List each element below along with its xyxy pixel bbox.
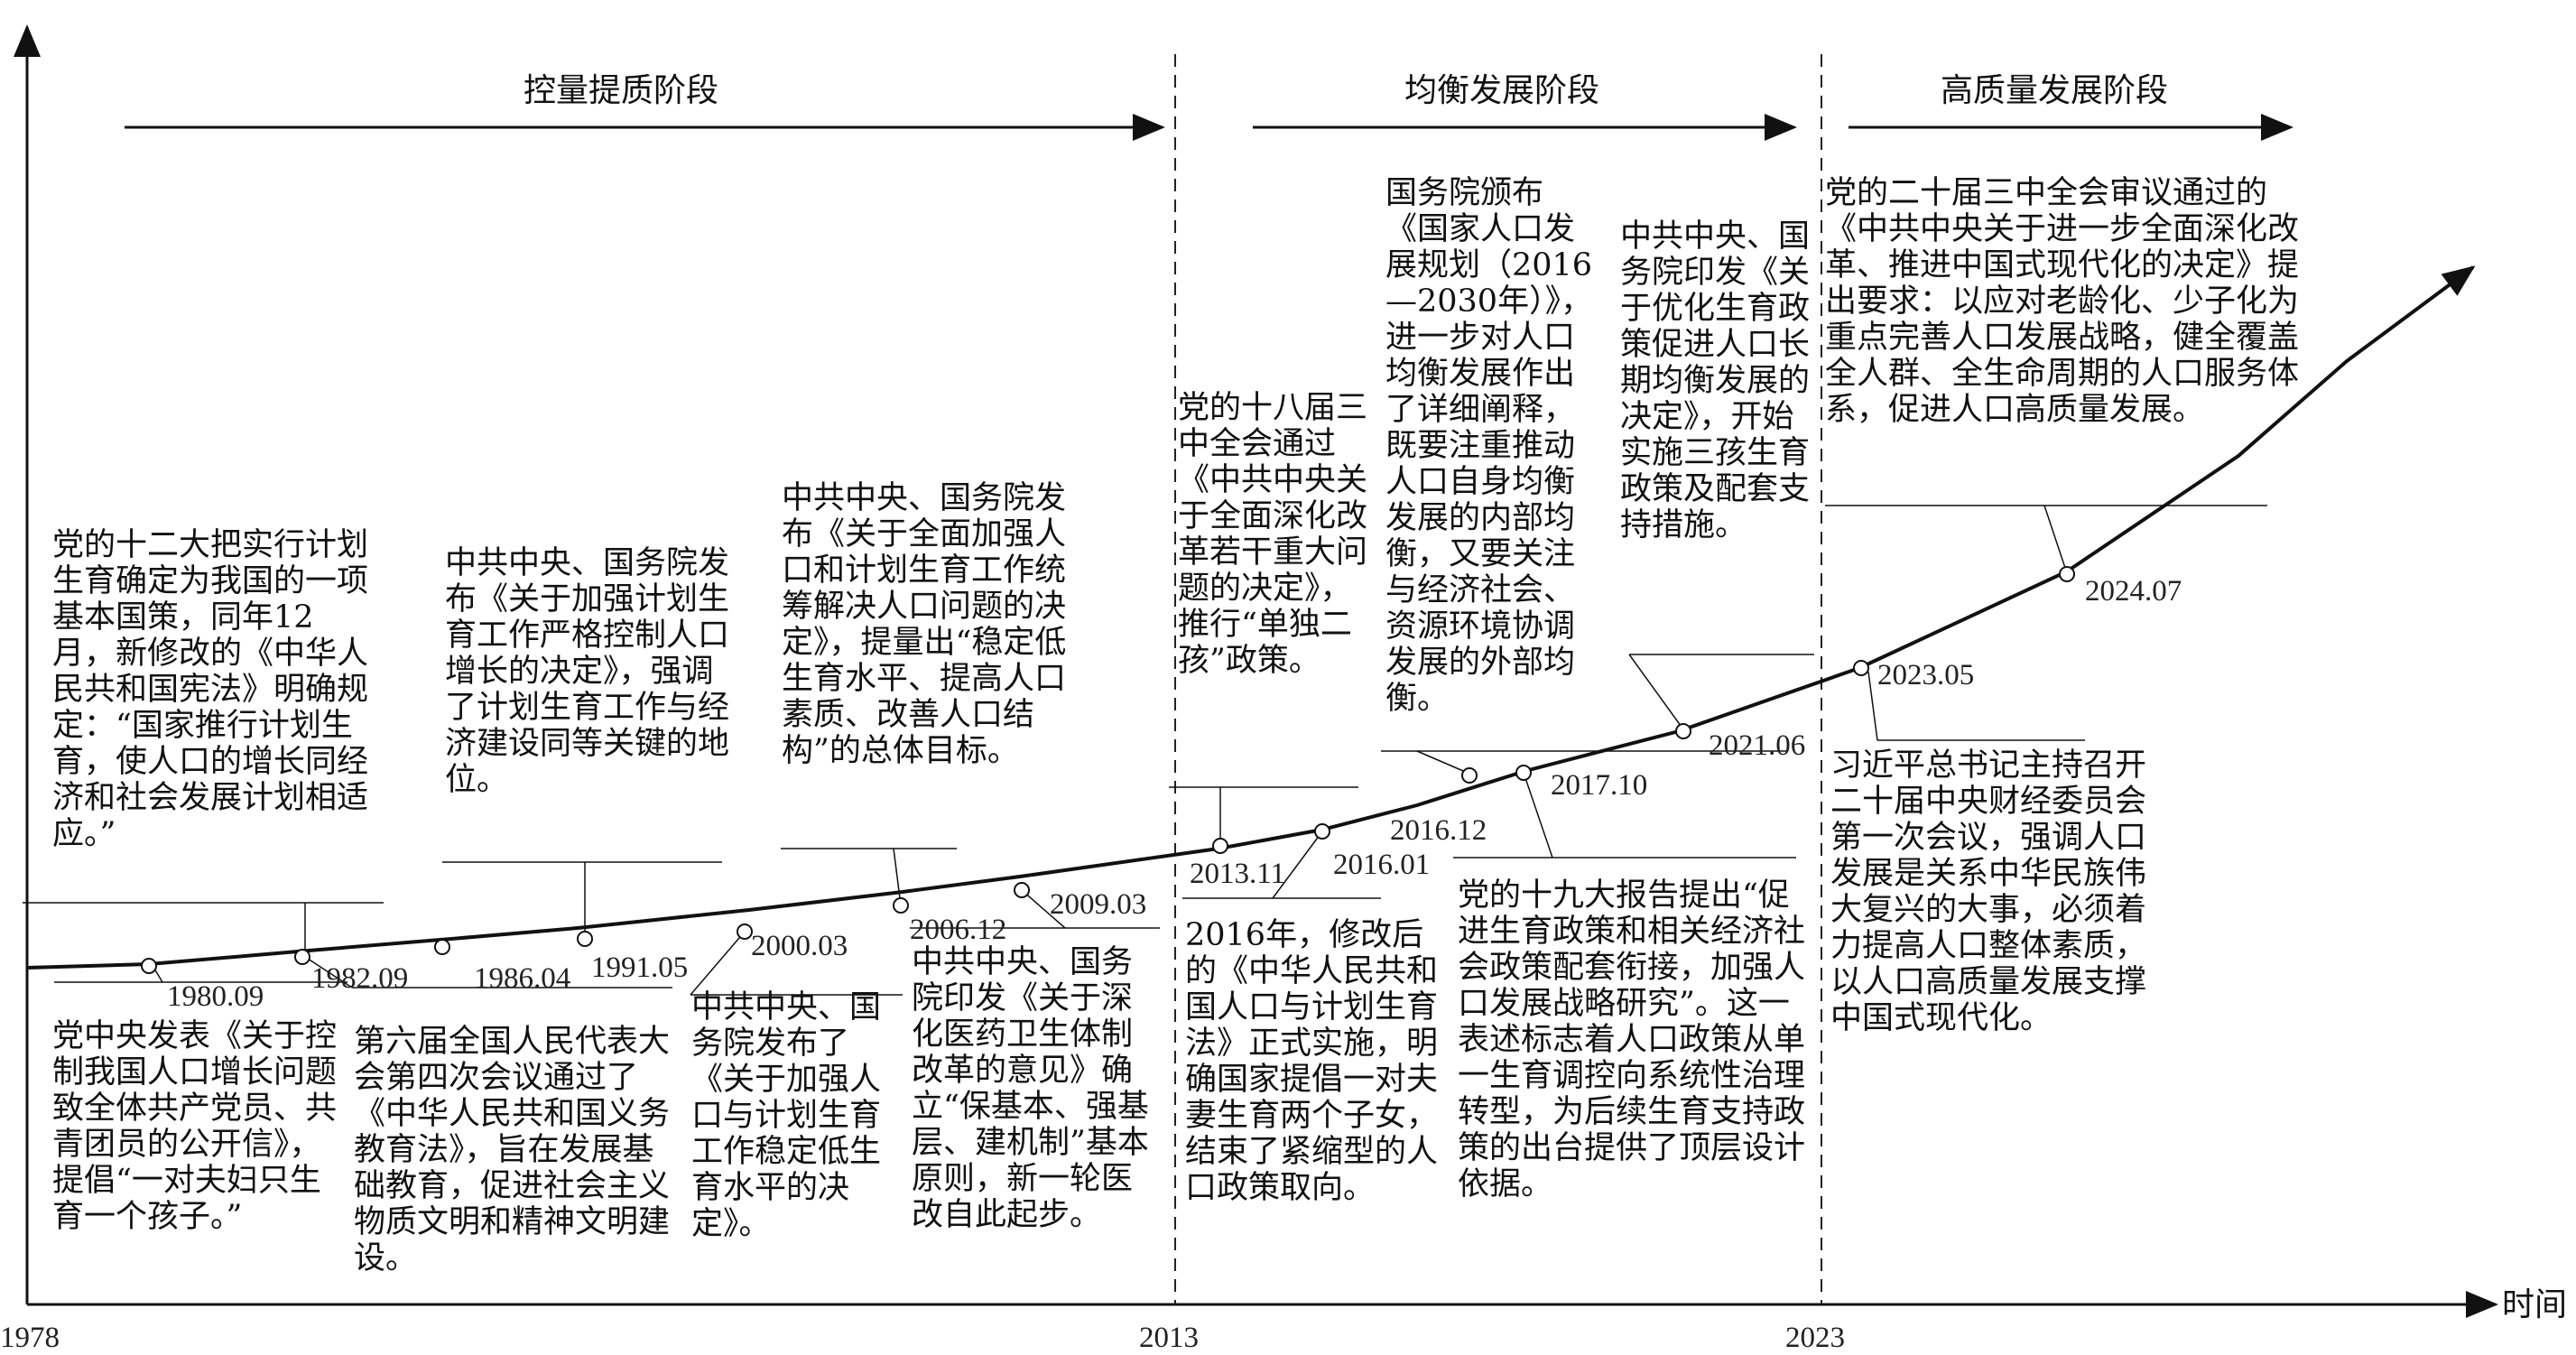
event-2009: 中共中央、国务院印发《关于深化医药卫生体制改革的意见》确立“保基本、强基层、建机… bbox=[912, 944, 1149, 1233]
date-2017: 2017.10 bbox=[1551, 769, 1647, 802]
marker-2009 bbox=[1014, 882, 1030, 898]
event-2016b: 国务院颁布《国家人口发展规划（2016—2030年）》，进一步对人口均衡发展作出… bbox=[1385, 175, 1593, 717]
year-2023: 2023 bbox=[1785, 1322, 1845, 1354]
date-1986: 1986.04 bbox=[474, 962, 570, 995]
date-2023: 2023.05 bbox=[1877, 659, 1974, 691]
event-1986: 第六届全国人民代表大会第四次会议通过了《中华人民共和国义务教育法》，旨在发展基础… bbox=[354, 1024, 671, 1276]
marker-1991 bbox=[577, 931, 593, 947]
phase-3-label: 高质量发展阶段 bbox=[1941, 72, 2168, 109]
event-2013: 党的十八届三中全会通过《中共中央关于全面深化改革若干重大问题的决定》，推行“单独… bbox=[1178, 390, 1368, 679]
event-2023: 习近平总书记主持召开二十届中央财经委员会第一次会议，强调人口发展是关系中华民族伟… bbox=[1830, 747, 2147, 1036]
date-2006: 2006.12 bbox=[910, 914, 1006, 946]
event-1982: 党的十二大把实行计划生育确定为我国的一项基本国策，同年12月，新修改的《中华人民… bbox=[52, 527, 369, 852]
x-axis-label: 时间 bbox=[2502, 1286, 2567, 1323]
phase-2-label: 均衡发展阶段 bbox=[1404, 72, 1599, 109]
event-2017: 党的十九大报告提出“促进生育政策和相关经济社会政策配套衔接，加强人口发展战略研究… bbox=[1458, 877, 1806, 1202]
date-1982: 1982.09 bbox=[311, 962, 408, 995]
marker-2024 bbox=[2059, 566, 2075, 582]
marker-1982 bbox=[294, 949, 310, 965]
marker-1986 bbox=[434, 939, 450, 955]
event-2024: 党的二十届三中全会审议通过的《中共中央关于进一步全面深化改革、推进中国式现代化的… bbox=[1825, 175, 2300, 428]
event-1980: 党中央发表《关于控制我国人口增长问题致全体共产党员、共青团员的公开信》，提倡“一… bbox=[52, 1018, 338, 1235]
date-2021: 2021.06 bbox=[1709, 729, 1805, 762]
year-1978: 1978 bbox=[0, 1322, 60, 1354]
date-2024: 2024.07 bbox=[2085, 575, 2182, 608]
connector-lines bbox=[23, 505, 2267, 996]
event-2000: 中共中央、国务院发布了《关于加强人口与计划生育工作稳定低生育水平的决定》。 bbox=[691, 989, 882, 1242]
date-2016a: 2016.01 bbox=[1333, 849, 1430, 881]
event-1991: 中共中央、国务院发布《关于加强计划生育工作严格控制人口增长的决定》，强调了计划生… bbox=[445, 545, 730, 798]
development-curve bbox=[26, 265, 2476, 970]
marker-1980 bbox=[141, 958, 157, 974]
event-2006: 中共中央、国务院发布《关于全面加强人口和计划生育工作统筹解决人口问题的决定》，提… bbox=[782, 480, 1067, 769]
marker-2017 bbox=[1515, 765, 1532, 781]
date-2009: 2009.03 bbox=[1050, 888, 1146, 921]
marker-2000 bbox=[737, 923, 753, 940]
year-2013: 2013 bbox=[1139, 1322, 1199, 1354]
marker-2021 bbox=[1675, 723, 1691, 739]
marker-2023 bbox=[1853, 660, 1869, 676]
event-2016a: 2016年，修改后的《中华人民共和国人口与计划生育法》正式实施，明确国家提倡一对… bbox=[1185, 917, 1439, 1206]
marker-2006 bbox=[893, 897, 909, 914]
marker-2013 bbox=[1212, 838, 1228, 854]
date-2016b: 2016.12 bbox=[1390, 814, 1487, 847]
date-1980: 1980.09 bbox=[167, 980, 264, 1013]
phase-1-label: 控量提质阶段 bbox=[524, 72, 718, 109]
date-2000: 2000.03 bbox=[751, 930, 848, 962]
marker-2016a bbox=[1314, 823, 1330, 840]
event-2021: 中共中央、国务院印发《关于优化生育政策促进人口长期均衡发展的决定》，开始实施三孩… bbox=[1620, 218, 1811, 543]
date-2013: 2013.11 bbox=[1190, 858, 1285, 890]
date-1991: 1991.05 bbox=[591, 951, 688, 984]
marker-2016b bbox=[1461, 767, 1478, 784]
